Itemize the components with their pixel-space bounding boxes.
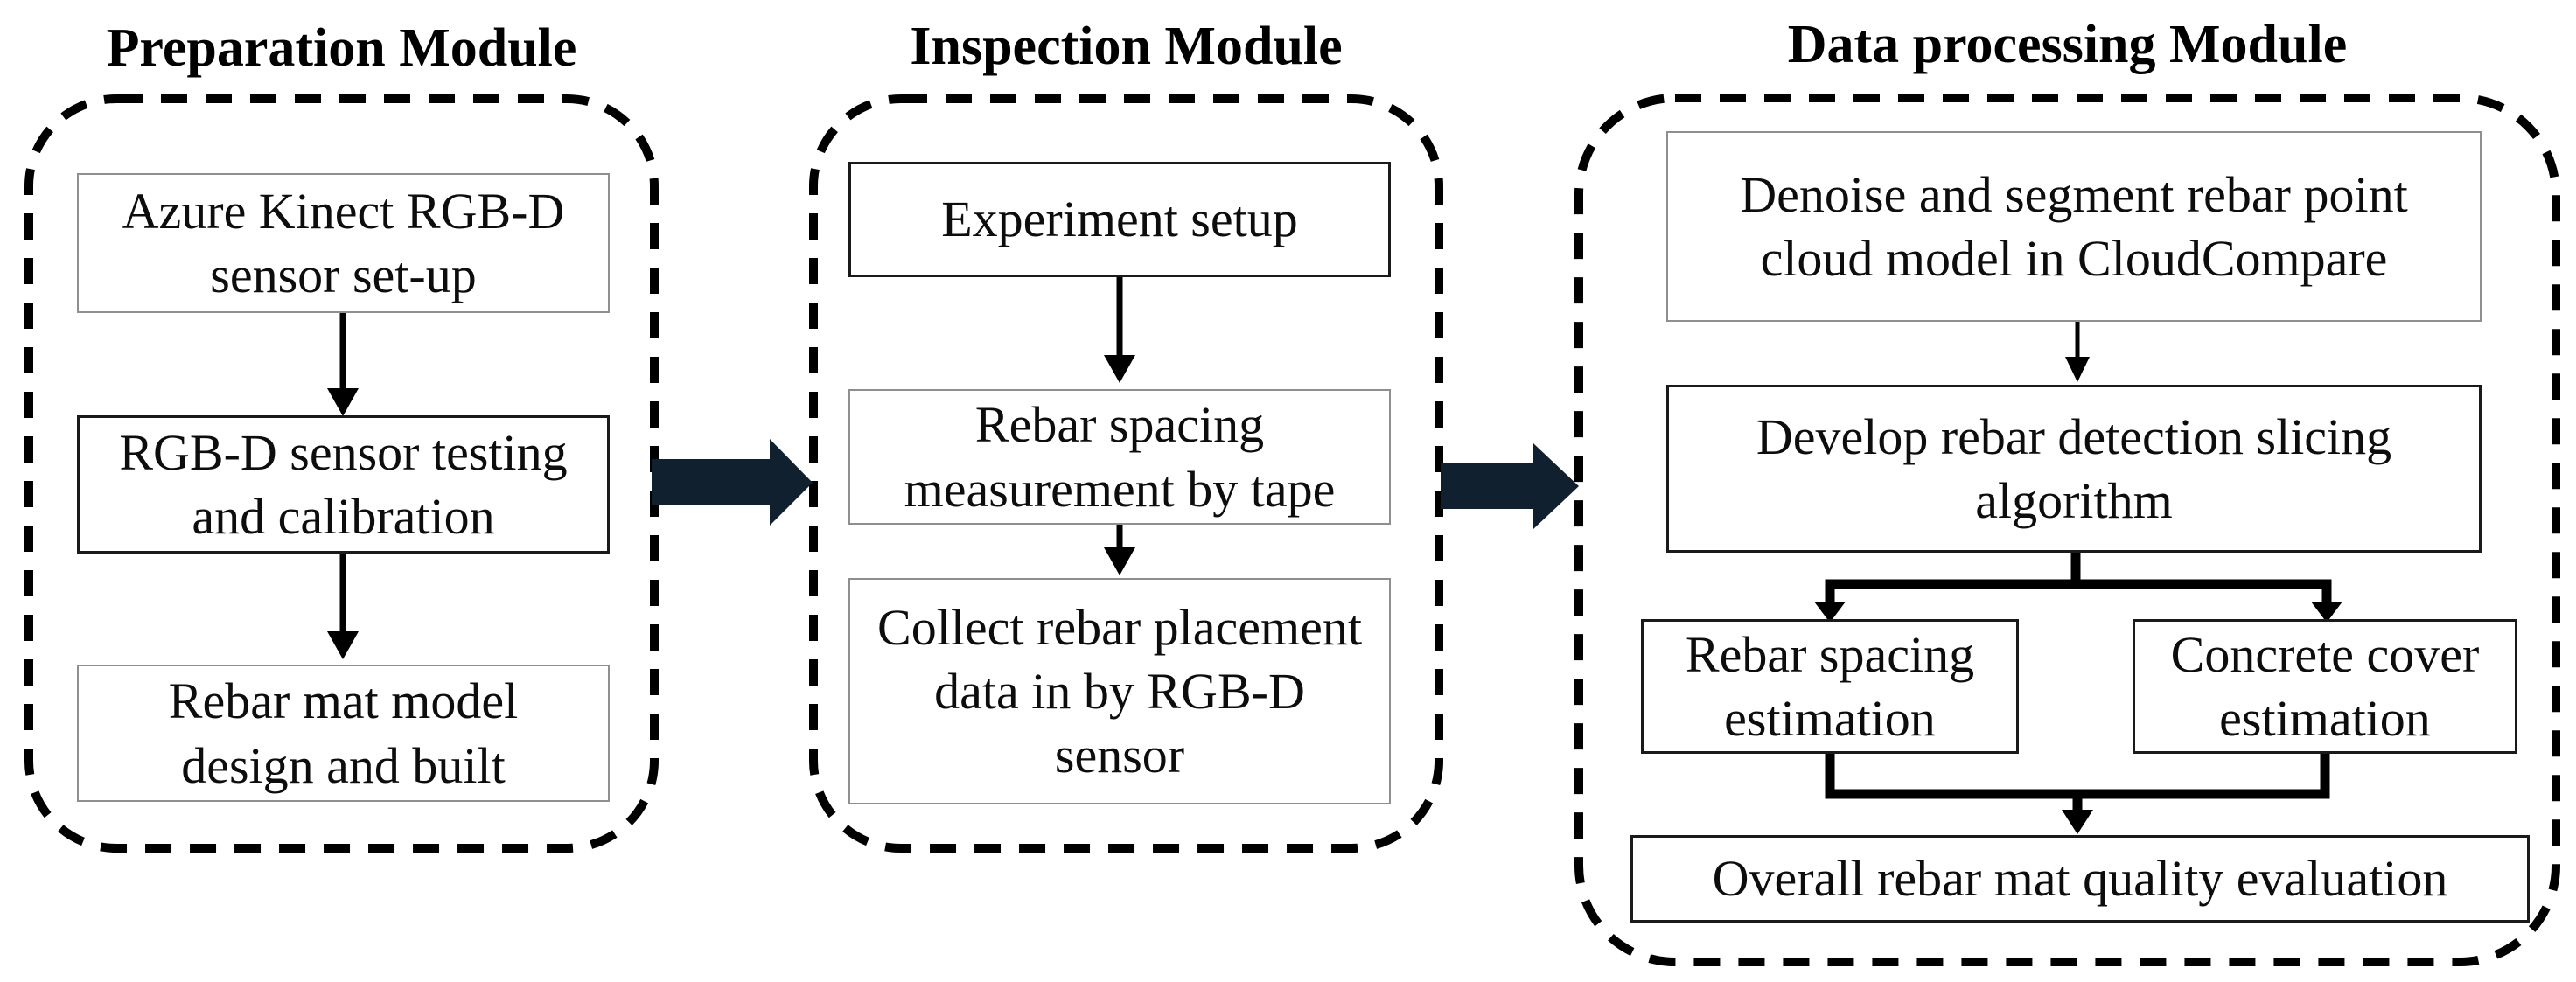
flow-step-box: Concrete cover estimation (2133, 619, 2517, 754)
module-title: Preparation Module (106, 18, 577, 78)
flow-step-box: Rebar spacing estimation (1641, 619, 2019, 754)
flow-step-box: Experiment setup (848, 162, 1391, 277)
flow-step-box: Collect rebar placement data in by RGB-D… (848, 578, 1391, 804)
module-title: Data processing Module (1787, 15, 2348, 74)
data-processing-module-dashed-border (1574, 94, 2560, 966)
merge-connector (1825, 754, 2330, 834)
flow-step-box: Overall rebar mat quality evaluation (1630, 835, 2530, 923)
inspection-module-dashed-border (809, 94, 1443, 853)
flow-step-box: Develop rebar detection slicing algorith… (1666, 385, 2482, 553)
flow-step-box: Rebar mat model design and built (77, 665, 610, 802)
flow-step-box: Rebar spacing measurement by tape (848, 389, 1391, 525)
module-title: Inspection Module (910, 17, 1343, 76)
down-arrow-icon (1104, 525, 1135, 575)
down-arrow-icon (327, 554, 359, 659)
down-arrow-icon (327, 312, 359, 416)
preparation-module-dashed-border (24, 94, 659, 853)
module-transition-block-arrow-icon (1441, 443, 1579, 529)
branch-connector (1814, 553, 2342, 623)
down-arrow-icon (2065, 322, 2090, 382)
module-transition-block-arrow-icon (652, 439, 813, 526)
down-arrow-icon (1104, 277, 1135, 383)
flow-step-box: Denoise and segment rebar point cloud mo… (1666, 131, 2482, 322)
flow-step-box: RGB-D sensor testing and calibration (77, 415, 610, 554)
flow-step-box: Azure Kinect RGB-D sensor set-up (77, 173, 610, 313)
